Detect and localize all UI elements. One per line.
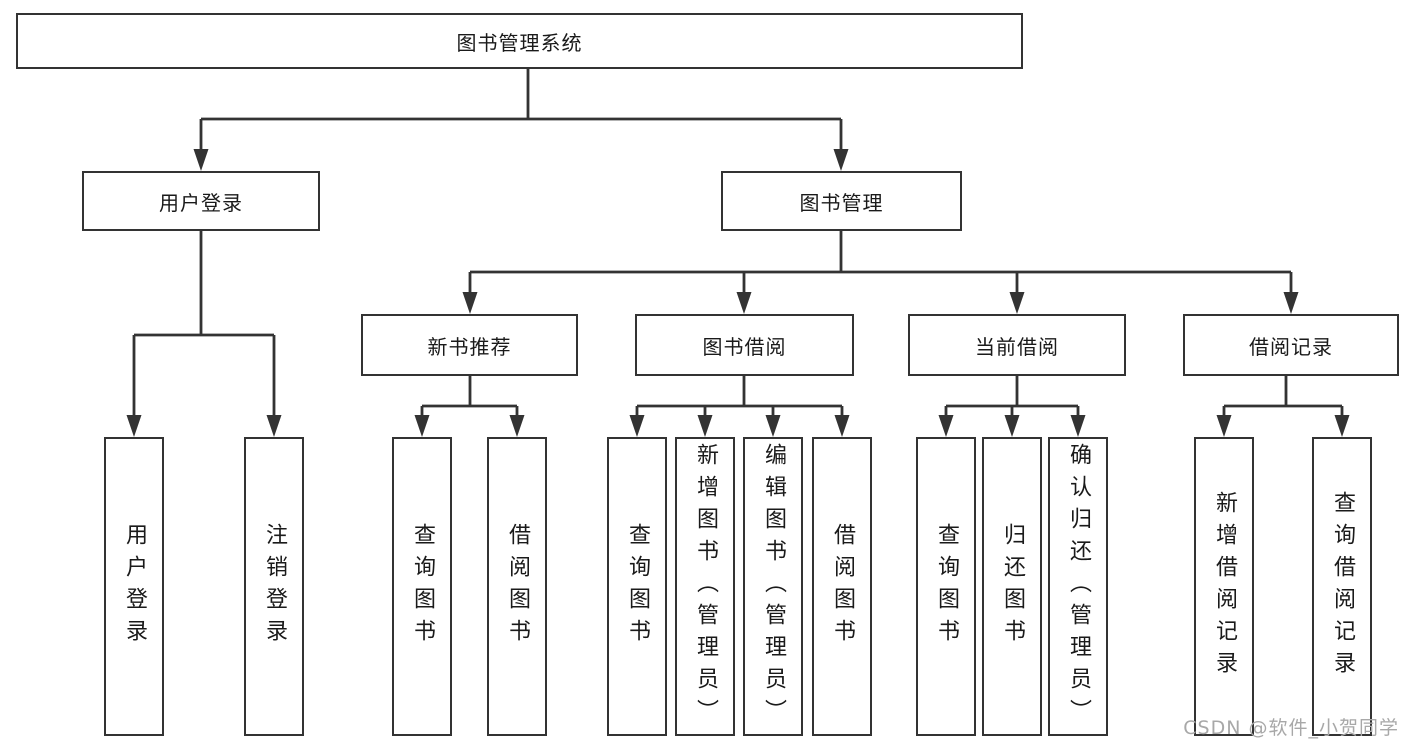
node-new-book-recommendation: 新书推荐 — [361, 314, 578, 376]
node-user-login-label: 用户登录 — [159, 190, 243, 215]
leaf-edit-books-admin-label: 编辑图书（管理员） — [761, 442, 786, 731]
leaf-query-books-1: 查询图书 — [392, 437, 452, 736]
leaf-borrow-books-2-label: 借阅图书 — [830, 522, 855, 651]
leaf-logout: 注销登录 — [244, 437, 304, 736]
node-borrowing-records: 借阅记录 — [1183, 314, 1399, 376]
leaf-query-borrow-record: 查询借阅记录 — [1312, 437, 1372, 736]
node-book-management-label: 图书管理 — [799, 190, 884, 215]
leaf-return-books: 归还图书 — [982, 437, 1042, 736]
node-new-book-recommendation-label: 新书推荐 — [427, 334, 512, 359]
node-current-borrowing: 当前借阅 — [908, 314, 1126, 376]
leaf-query-books-3-label: 查询图书 — [934, 522, 959, 651]
node-book-borrowing: 图书借阅 — [635, 314, 854, 376]
leaf-query-books-2: 查询图书 — [607, 437, 667, 736]
node-root-label: 图书管理系统 — [456, 30, 583, 55]
leaf-confirm-return-admin-label: 确认归还（管理员） — [1066, 442, 1091, 731]
leaf-add-borrow-record-label: 新增借阅记录 — [1212, 490, 1237, 683]
node-user-login: 用户登录 — [82, 171, 320, 231]
leaf-borrow-books-1-label: 借阅图书 — [505, 522, 530, 651]
leaf-query-borrow-record-label: 查询借阅记录 — [1330, 490, 1355, 683]
leaf-borrow-books-2: 借阅图书 — [812, 437, 872, 736]
leaf-add-borrow-record: 新增借阅记录 — [1194, 437, 1254, 736]
leaf-user-login: 用户登录 — [104, 437, 164, 736]
leaf-logout-label: 注销登录 — [262, 522, 287, 651]
leaf-return-books-label: 归还图书 — [1000, 522, 1025, 651]
node-current-borrowing-label: 当前借阅 — [975, 334, 1059, 359]
leaf-add-books-admin: 新增图书（管理员） — [675, 437, 735, 736]
leaf-confirm-return-admin: 确认归还（管理员） — [1048, 437, 1108, 736]
leaf-query-books-3: 查询图书 — [916, 437, 976, 736]
leaf-query-books-2-label: 查询图书 — [625, 522, 650, 651]
node-book-management: 图书管理 — [721, 171, 962, 231]
leaf-user-login-label: 用户登录 — [122, 522, 147, 651]
node-root: 图书管理系统 — [16, 13, 1023, 69]
node-book-borrowing-label: 图书借阅 — [702, 334, 787, 359]
leaf-add-books-admin-label: 新增图书（管理员） — [693, 442, 718, 731]
csdn-watermark: CSDN @软件_小贺同学 — [1183, 717, 1399, 739]
leaf-edit-books-admin: 编辑图书（管理员） — [743, 437, 803, 736]
leaf-query-books-1-label: 查询图书 — [410, 522, 435, 651]
node-borrowing-records-label: 借阅记录 — [1249, 334, 1333, 359]
leaf-borrow-books-1: 借阅图书 — [487, 437, 547, 736]
